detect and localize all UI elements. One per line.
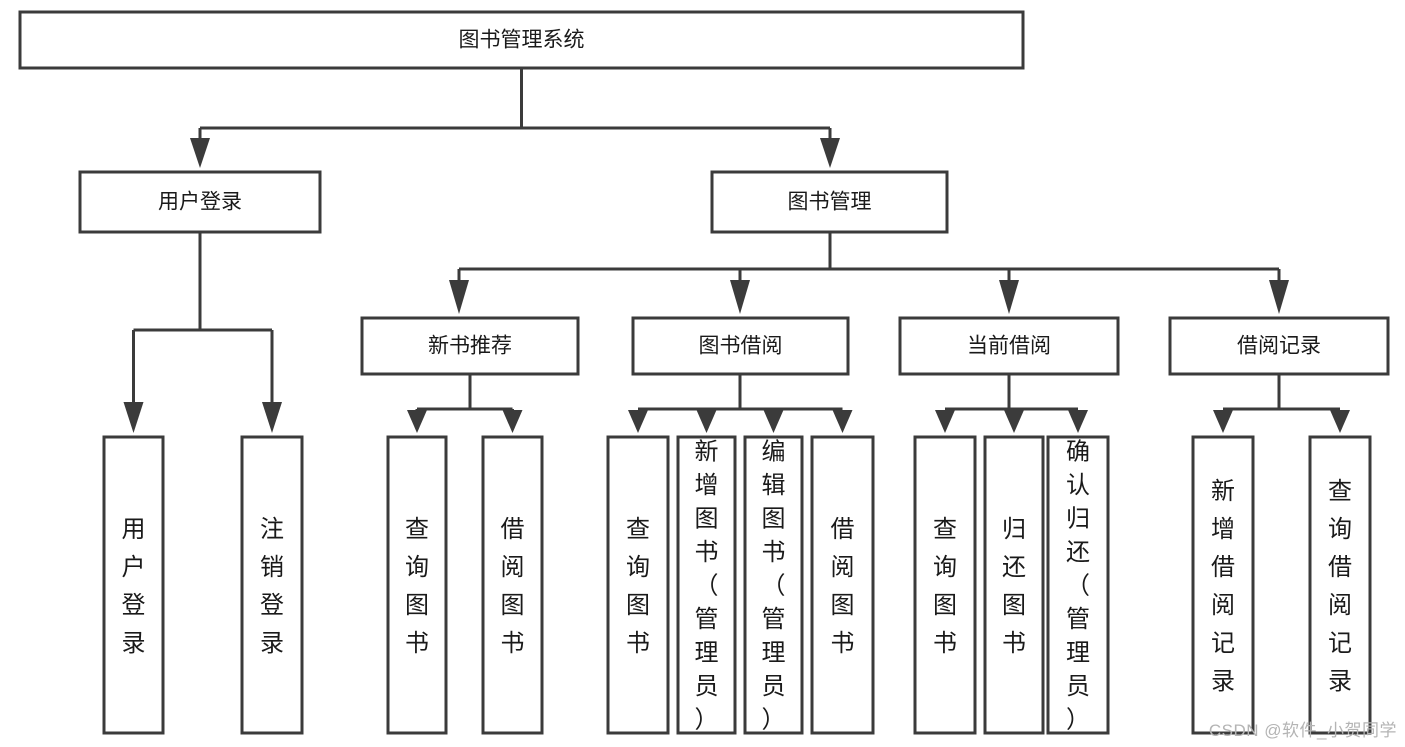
node-leaf-query-book-2-box[interactable] [606, 435, 670, 735]
connector-group-user-login [123, 232, 282, 433]
node-new-book-rec-box[interactable] [360, 316, 580, 376]
node-leaf-confirm-return[interactable]: 确认归还（管理员） [1046, 435, 1110, 735]
arrow-head-leaf-edit-book [763, 410, 784, 433]
node-leaf-query-record[interactable]: 查询借阅记录 [1308, 435, 1372, 735]
node-leaf-borrow-book-1-box[interactable] [481, 435, 544, 735]
node-leaf-add-record-box[interactable] [1191, 435, 1255, 735]
node-new-book-rec[interactable]: 新书推荐 [360, 316, 580, 376]
node-new-book-rec-label: 新书推荐 [428, 335, 512, 358]
arrow-head-leaf-borrow-book-2 [832, 410, 853, 433]
node-leaf-return-book[interactable]: 归还图书 [983, 435, 1045, 735]
node-root-box[interactable] [18, 10, 1025, 70]
node-book-borrow-box[interactable] [631, 316, 850, 376]
node-book-borrow[interactable]: 图书借阅 [631, 316, 850, 376]
connector-group-new-book-rec [407, 374, 523, 433]
arrow-head-book-borrow [730, 280, 750, 314]
node-borrow-record[interactable]: 借阅记录 [1168, 316, 1390, 376]
node-book-manage-box[interactable] [710, 170, 949, 234]
node-leaf-query-book-2[interactable]: 查询图书 [606, 435, 670, 735]
node-book-manage-label: 图书管理 [788, 191, 872, 214]
node-leaf-borrow-book-1[interactable]: 借阅图书 [481, 435, 544, 735]
arrow-head-leaf-confirm-return [1068, 410, 1088, 433]
connector-group-book-manage [449, 232, 1289, 314]
node-leaf-user-logout-box[interactable] [240, 435, 304, 735]
arrow-head-user-login [190, 138, 210, 168]
node-user-login-box[interactable] [78, 170, 322, 234]
node-leaf-return-book-label: 归还图书 [1002, 516, 1026, 657]
node-leaf-query-book-3-label: 查询图书 [933, 516, 957, 657]
node-leaf-add-record[interactable]: 新增借阅记录 [1191, 435, 1255, 735]
arrow-head-borrow-record [1269, 280, 1289, 314]
node-book-manage[interactable]: 图书管理 [710, 170, 949, 234]
node-leaf-user-logout-label: 注销登录 [260, 516, 284, 657]
node-leaf-user-login-label: 用户登录 [122, 516, 146, 657]
node-leaf-query-book-1-box[interactable] [386, 435, 448, 735]
arrow-head-current-borrow [999, 280, 1019, 314]
node-leaf-edit-book-box[interactable] [743, 435, 804, 735]
arrow-head-leaf-user-logout [262, 402, 282, 433]
node-leaf-borrow-book-2-box[interactable] [810, 435, 875, 735]
node-root-label: 图书管理系统 [459, 29, 585, 52]
connector-group-current-borrow [935, 374, 1088, 433]
node-leaf-confirm-return-box[interactable] [1046, 435, 1110, 735]
arrow-head-new-book-rec [449, 280, 469, 314]
node-leaf-borrow-book-1-label: 借阅图书 [501, 516, 525, 657]
arrow-head-leaf-add-book [696, 410, 717, 433]
node-current-borrow-box[interactable] [898, 316, 1120, 376]
node-leaf-add-book-box[interactable] [676, 435, 737, 735]
node-leaf-edit-book-label: 编辑图书（管理员） [762, 439, 786, 734]
node-user-login-label: 用户登录 [158, 191, 242, 214]
node-leaf-user-logout[interactable]: 注销登录 [240, 435, 304, 735]
node-current-borrow-label: 当前借阅 [967, 335, 1051, 358]
node-root[interactable]: 图书管理系统 [18, 10, 1025, 70]
node-leaf-user-login-box[interactable] [102, 435, 165, 735]
node-leaf-query-book-1-label: 查询图书 [405, 516, 429, 657]
node-leaf-borrow-book-2-label: 借阅图书 [831, 516, 855, 657]
node-borrow-record-box[interactable] [1168, 316, 1390, 376]
arrow-head-leaf-query-record [1330, 410, 1350, 433]
node-leaf-add-book-label: 新增图书（管理员） [695, 439, 719, 734]
node-book-borrow-label: 图书借阅 [699, 335, 783, 358]
node-leaf-user-login[interactable]: 用户登录 [102, 435, 165, 735]
node-leaf-confirm-return-label: 确认归还（管理员） [1066, 439, 1090, 734]
node-leaf-query-book-2-label: 查询图书 [626, 516, 650, 657]
node-leaf-add-record-label: 新增借阅记录 [1211, 478, 1235, 695]
node-borrow-record-label: 借阅记录 [1237, 335, 1321, 358]
node-leaf-query-record-box[interactable] [1308, 435, 1372, 735]
node-leaf-query-record-label: 查询借阅记录 [1328, 478, 1352, 695]
arrow-head-book-manage [820, 138, 840, 168]
arrow-head-leaf-return-book [1004, 410, 1024, 433]
arrow-head-leaf-user-login [123, 402, 144, 433]
node-leaf-query-book-3[interactable]: 查询图书 [913, 435, 977, 735]
arrow-head-leaf-add-record [1213, 410, 1233, 433]
connector-group-book-borrow [628, 374, 853, 433]
node-current-borrow[interactable]: 当前借阅 [898, 316, 1120, 376]
node-leaf-query-book-3-box[interactable] [913, 435, 977, 735]
node-leaf-return-book-box[interactable] [983, 435, 1045, 735]
arrow-head-leaf-query-book-1 [407, 410, 427, 433]
connector-group-borrow-record [1213, 374, 1350, 433]
node-leaf-borrow-book-2[interactable]: 借阅图书 [810, 435, 875, 735]
arrow-head-leaf-query-book-2 [628, 410, 648, 433]
connector-group-root [190, 68, 840, 168]
node-user-login[interactable]: 用户登录 [78, 170, 322, 234]
node-leaf-edit-book[interactable]: 编辑图书（管理员） [743, 435, 804, 735]
arrow-head-leaf-query-book-3 [935, 410, 955, 433]
node-leaf-query-book-1[interactable]: 查询图书 [386, 435, 448, 735]
arrow-head-leaf-borrow-book-1 [502, 410, 523, 433]
node-leaf-add-book[interactable]: 新增图书（管理员） [676, 435, 737, 735]
